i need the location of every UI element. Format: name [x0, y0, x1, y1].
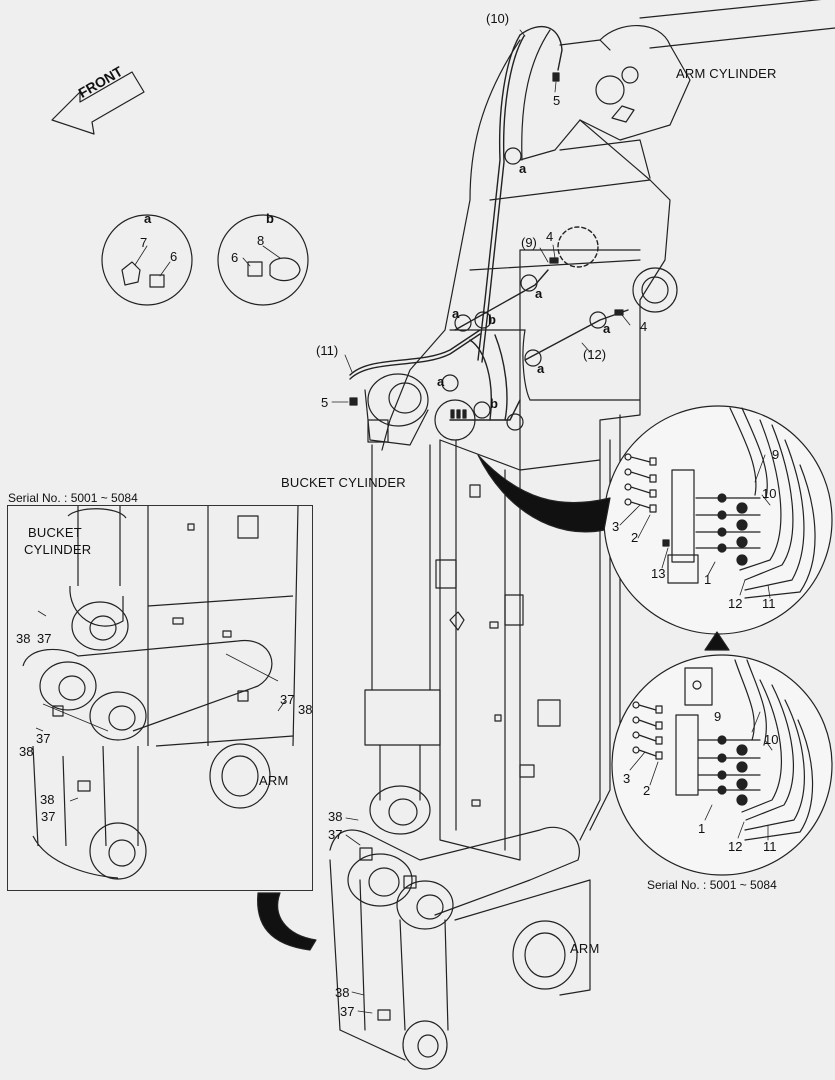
circle-bottom-1: 1 [698, 821, 706, 836]
detail-b-part-6: 6 [231, 250, 239, 265]
callout-11: (11) [316, 343, 339, 358]
callout-38-mid: 38 [328, 809, 343, 824]
circle-bottom-11: 11 [763, 839, 777, 854]
circle-bottom-3: 3 [623, 771, 631, 786]
bucket-cylinder-art [364, 373, 441, 835]
circle-top-1: 1 [704, 572, 712, 587]
inset-callout-37-c: 37 [36, 731, 51, 746]
detail-a-title: a [144, 211, 152, 226]
marker-a-6: a [437, 374, 445, 389]
marker-a-5: a [452, 306, 460, 321]
callout-4-right: 4 [640, 319, 648, 334]
inset-callout-38-d: 38 [40, 792, 55, 807]
marker-b-1: b [488, 312, 496, 327]
circle-bottom-10: 10 [764, 732, 779, 747]
detail-a-part-6: 6 [170, 249, 178, 264]
serial-label-left: Serial No. : 5001 ~ 5084 [8, 491, 138, 505]
circle-top-3: 3 [612, 519, 620, 534]
callout-arrow-bottom [257, 892, 317, 951]
arm-cylinder-art [559, 0, 835, 141]
callout-37-low: 37 [340, 1004, 355, 1019]
hoses-art [349, 25, 629, 421]
detail-b-part-8: 8 [257, 233, 265, 248]
marker-a-4: a [537, 361, 545, 376]
inset-callout-38-a: 38 [16, 631, 31, 646]
callout-9: (9) [521, 235, 537, 250]
detail-b-title: b [266, 211, 274, 226]
circle-top-2: 2 [631, 530, 639, 545]
lower-linkage-art [329, 826, 591, 1070]
inset-arm-label: ARM [259, 773, 289, 788]
inset-panel [7, 505, 313, 891]
circle-bottom-12: 12 [728, 839, 743, 854]
inset-callout-37-a: 37 [37, 631, 52, 646]
circle-top-10: 10 [762, 486, 777, 501]
front-arrow-art [51, 71, 145, 135]
callout-12: (12) [583, 347, 607, 362]
callout-37-mid: 37 [328, 827, 343, 842]
detail-circle-top-art [603, 405, 833, 635]
inset-artwork [22, 506, 299, 880]
circle-top-11: 11 [762, 596, 776, 611]
detail-circle-bottom-art [611, 654, 833, 876]
inset-bucket-label-2: CYLINDER [24, 542, 92, 557]
inset-bucket-label-1: BUCKET [28, 525, 82, 540]
marker-b-2: b [490, 396, 498, 411]
small-fittings [349, 72, 624, 419]
inset-callout-37-d: 37 [41, 809, 56, 824]
inset-callout-38-c: 38 [19, 744, 34, 759]
main-leaders [331, 29, 631, 1014]
circle-top-12: 12 [728, 596, 743, 611]
arm-body-art [381, 29, 678, 861]
arm-label-main: ARM [570, 941, 600, 956]
main-fitting-circles [434, 147, 607, 441]
marker-a-1: a [519, 161, 527, 176]
callout-5-left: 5 [321, 395, 329, 410]
callout-arrow-top [477, 454, 611, 533]
circle-top-13: 13 [651, 566, 666, 581]
circle-top-9: 9 [772, 447, 780, 462]
marker-a-2: a [535, 286, 543, 301]
callout-38-low: 38 [335, 985, 350, 1000]
callout-5-top: 5 [553, 93, 561, 108]
circle-bottom-9: 9 [714, 709, 722, 724]
detail-circles-art [101, 214, 309, 306]
inset-callout-37-b: 37 [280, 692, 295, 707]
marker-a-3: a [603, 321, 611, 336]
triangle-marker [704, 631, 730, 651]
detail-a-part-7: 7 [140, 235, 148, 250]
callout-10: (10) [486, 11, 510, 26]
callout-4-top: 4 [546, 229, 554, 244]
circle-bottom-2: 2 [643, 783, 651, 798]
inset-callout-38-b: 38 [298, 702, 313, 717]
serial-label-right: Serial No. : 5001 ~ 5084 [647, 878, 777, 892]
arm-cylinder-label: ARM CYLINDER [676, 66, 777, 81]
bucket-cylinder-label: BUCKET CYLINDER [281, 475, 406, 490]
